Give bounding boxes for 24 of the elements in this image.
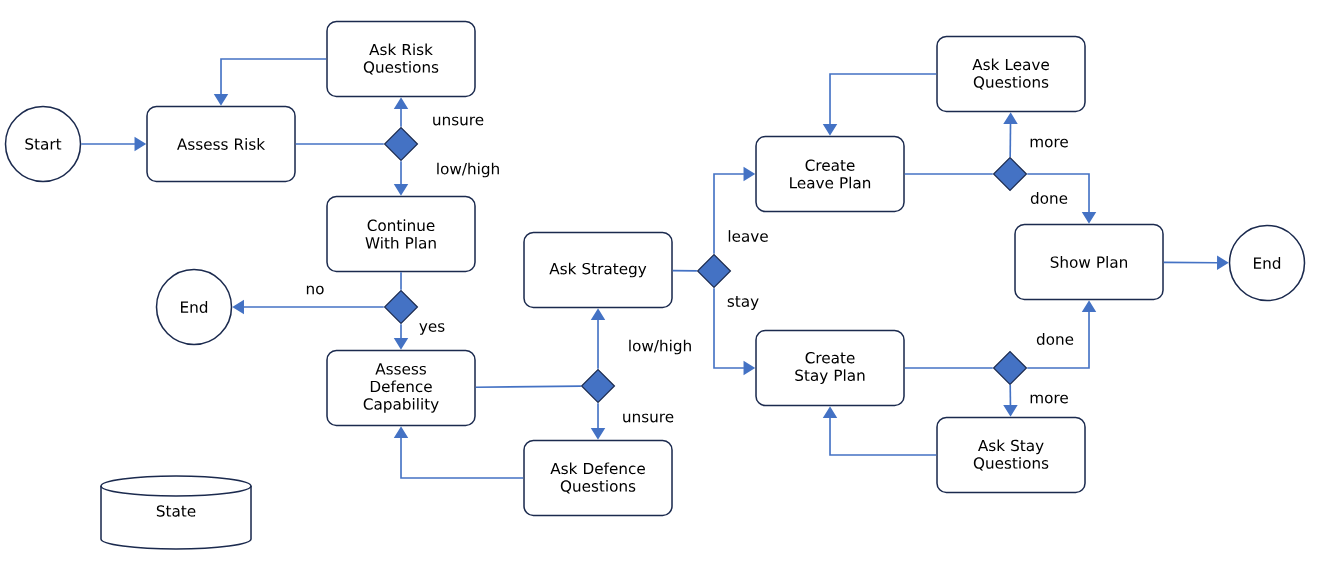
edge-label: low/high [434, 161, 502, 179]
process-box: Assess Defence Capability [326, 349, 476, 427]
edge-label: low/high [626, 338, 694, 356]
edge-label: leave [726, 228, 770, 244]
process-box: Ask Leave Questions [936, 35, 1086, 113]
process-box: Ask Stay Questions [936, 416, 1086, 494]
edge-label: done [1028, 190, 1070, 206]
edge-label: done [1034, 331, 1076, 347]
edge-label: yes [417, 322, 447, 337]
process-box: Ask Risk Questions [326, 20, 476, 98]
process-box: Create Stay Plan [755, 329, 905, 407]
process-box: Show Plan [1014, 223, 1164, 301]
edge-label: stay [725, 294, 761, 312]
edge-label: unsure [620, 412, 676, 424]
database-cylinder: State [100, 475, 252, 550]
edge-label: unsure [430, 115, 486, 127]
process-box: Ask Defence Questions [523, 439, 673, 517]
edge-label: more [1028, 137, 1070, 149]
process-box: Ask Strategy [523, 231, 673, 309]
process-box: Assess Risk [146, 105, 296, 183]
process-box: Continue With Plan [326, 195, 476, 273]
edge-label: no [304, 284, 326, 296]
edge-label: more [1028, 393, 1070, 405]
process-box: Create Leave Plan [755, 135, 905, 213]
